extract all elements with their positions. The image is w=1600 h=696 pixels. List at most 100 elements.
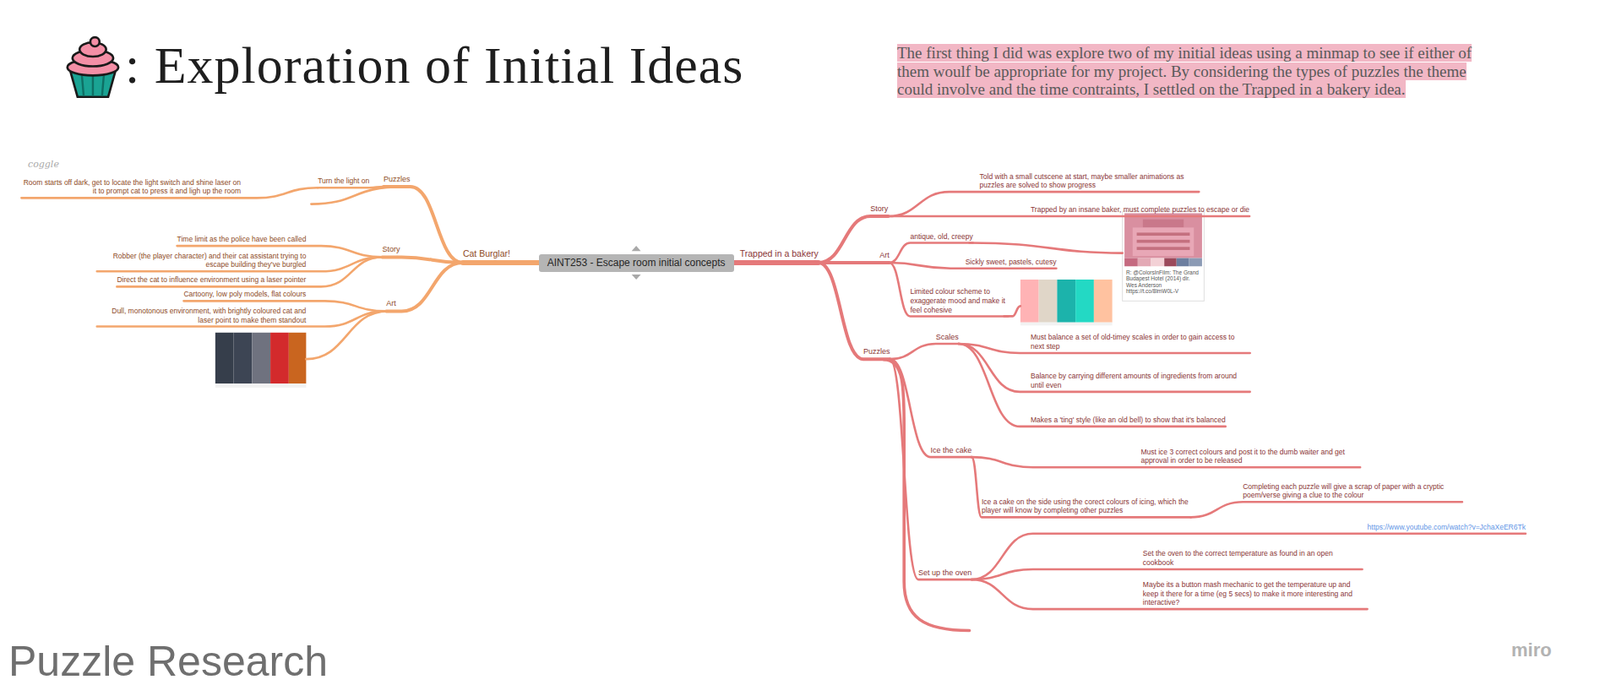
topic-handle [631, 245, 642, 251]
topic-text: Room starts off dark, get to locate the … [21, 178, 241, 196]
branch-connector [317, 186, 384, 188]
image-caption: R: @ColorsInFilm: The Grand Budapest Hot… [1126, 269, 1199, 294]
colour-palette [1020, 279, 1113, 326]
branch-topic: Trapped by an insane baker, must complet… [1030, 205, 1250, 215]
topic-handle [631, 274, 642, 280]
colour-palette [215, 332, 307, 388]
branch-topic: Set up the oven [918, 568, 972, 578]
topic-text: Turn the light on [317, 176, 370, 186]
image-palette [1151, 258, 1165, 267]
branch-topic: Time limit as the police have been calle… [177, 234, 307, 245]
branch-topic: Puzzles [383, 174, 411, 185]
watermark-block: miro [1511, 639, 1552, 662]
branch-topic: Must balance a set of old-timey scales i… [1030, 332, 1251, 351]
topic-text: Cartoony, low poly models, flat colours [183, 289, 306, 300]
topic-text: Sickly sweet, pastels, cutesy [965, 257, 1057, 267]
palette-swatch [1075, 279, 1094, 323]
topic-text: Ice the cake [930, 446, 973, 456]
branch-topic: Trapped in a bakery [740, 248, 819, 260]
topic-text: Story [870, 204, 888, 214]
branch-connector [818, 216, 889, 263]
topic-text: https://www.youtube.com/watch?v=JchaXeER… [1367, 522, 1526, 533]
topic-text: Balance by carrying different amounts of… [1030, 371, 1251, 390]
topic-text: Art [386, 299, 397, 309]
image-palette [1188, 258, 1203, 267]
topic-text: Direct the cat to influence environment … [116, 275, 306, 285]
branch-connector [386, 262, 463, 311]
branch-topic: Scales [936, 332, 959, 343]
image-branch [969, 242, 1123, 253]
branch-topic: Art [879, 250, 890, 261]
branch-topic: Sickly sweet, pastels, cutesy [965, 257, 1057, 267]
branch-topic: Told with a small cutscene at start, may… [979, 172, 1200, 191]
empty-branch [883, 359, 969, 632]
image-windows [1137, 239, 1191, 244]
palette-footer [215, 383, 307, 388]
page-title: : Exploration of Initial Ideas [125, 33, 744, 97]
palette-swatch [215, 332, 235, 384]
branch-connector [887, 215, 1250, 218]
branch-connector [818, 261, 890, 265]
branch-topic: Robber (the player character) and their … [97, 251, 307, 270]
image-sky [1124, 212, 1203, 258]
branch-connector [889, 242, 974, 263]
topic-text: antique, old, creepy [909, 232, 973, 242]
topic-text: Completing each puzzle will give a scrap… [1242, 482, 1463, 501]
image-building [1132, 227, 1194, 256]
branch-topic: Cat Burglar! [462, 248, 511, 260]
branch-connector [462, 260, 539, 266]
branch-topic: Puzzles [863, 347, 891, 357]
branch-connector [971, 569, 1362, 580]
image-roof [1142, 219, 1184, 229]
branch-connector [889, 343, 958, 360]
branch-connector [889, 359, 972, 580]
topic-text: Must ice 3 correct colours and post it t… [1140, 447, 1361, 466]
branch-topic: Makes a 'ting' style (like an old bell) … [1030, 415, 1226, 425]
palette-swatch [1039, 279, 1058, 323]
topic-text: Makes a 'ting' style (like an old bell) … [1030, 415, 1226, 425]
branch-topic: Must ice 3 correct colours and post it t… [1140, 447, 1361, 466]
empty-branch [310, 186, 403, 205]
branch-connector [971, 457, 1191, 518]
topic-text: Set the oven to the correct temperature … [1142, 549, 1363, 567]
topic-text: Art [879, 250, 890, 261]
branch-topic: Cartoony, low poly models, flat colours [183, 289, 306, 300]
palette-swatch [270, 332, 289, 384]
branch-connector [1191, 501, 1463, 518]
image-palette [1164, 258, 1176, 267]
branch-topic: Ice the cake [930, 446, 973, 456]
palette-swatch [288, 332, 307, 384]
image-palette [1124, 258, 1138, 267]
topic-text: Maybe its a button mash mechanic to get … [1142, 580, 1368, 608]
topic-text: Puzzles [863, 347, 891, 357]
topic-text: Cat Burglar! [462, 248, 511, 260]
branch-topic: Story [381, 244, 400, 255]
topic-text: Scales [936, 332, 959, 343]
branch-topic: Dull, monotonous environment, with brigh… [97, 306, 307, 325]
topic-text: Set up the oven [918, 568, 972, 578]
branch-topic: Completing each puzzle will give a scrap… [1242, 482, 1463, 501]
branch-topic: Art [386, 299, 397, 309]
image-windows [1137, 232, 1191, 236]
watermark-block: coggle [27, 158, 60, 170]
branch-topic: Room starts off dark, get to locate the … [21, 178, 241, 196]
branch-topic: Ice a cake on the side using the corect … [981, 497, 1192, 516]
branch-connector [958, 343, 1251, 392]
topic-text: Told with a small cutscene at start, may… [979, 172, 1200, 191]
image-palette [1176, 258, 1189, 267]
image-branch [1004, 305, 1021, 316]
branch-topic: Set the oven to the correct temperature … [1142, 549, 1363, 567]
palette-swatch [234, 332, 253, 384]
watermark: miro [1511, 639, 1552, 661]
image-windows [1137, 246, 1191, 251]
topic-text: Limited colour scheme to exaggerate mood… [909, 287, 1008, 315]
branch-topic: Direct the cat to influence environment … [116, 275, 306, 285]
topic-text: AINT253 - Escape room initial concepts [547, 256, 726, 270]
palette-swatch [1020, 279, 1040, 323]
branch-connector [958, 343, 1251, 354]
palette-swatch [251, 332, 271, 384]
topic-text: Trapped in a bakery [740, 248, 819, 260]
branch-connector [971, 533, 1526, 580]
